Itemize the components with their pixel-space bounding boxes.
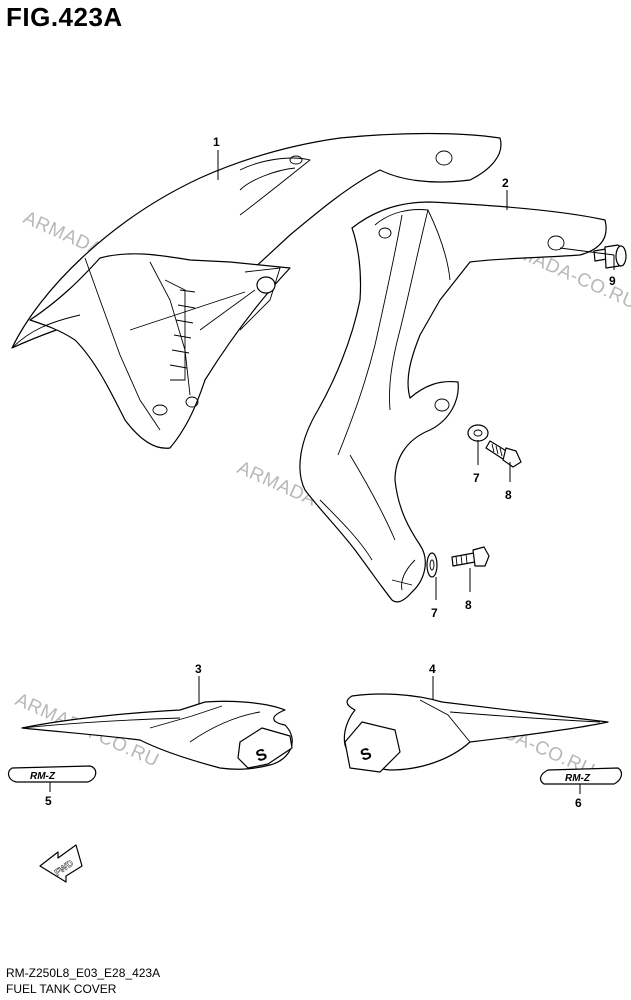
washer-upper (467, 424, 489, 442)
callout-4: 4 (429, 662, 436, 676)
callout-2: 2 (502, 176, 509, 190)
callout-3: 3 (195, 662, 202, 676)
figure-title: FIG.423A (6, 2, 123, 32)
callout-8-lower: 8 (465, 598, 472, 612)
callout-numbers: 1 2 3 4 5 6 7 7 8 8 9 (45, 135, 616, 810)
bolt-upper (485, 440, 522, 468)
callout-7-lower: 7 (431, 606, 438, 620)
decal-left: RM-Z (7, 765, 97, 783)
diagram-code: RM-Z250L8_E03_E28_423A (6, 966, 161, 980)
tank-cover-emblem-left: S (21, 700, 293, 770)
leader-lines (49, 150, 615, 794)
callout-8-upper: 8 (505, 488, 512, 502)
shroud-left (11, 132, 502, 449)
callout-9: 9 (609, 274, 616, 288)
forward-arrow-icon: FWD (39, 844, 83, 883)
decal-right: RM-Z (539, 767, 623, 785)
diagram-name: FUEL TANK COVER (6, 982, 117, 996)
shroud-right (299, 201, 607, 603)
tank-cover-emblem-right: S (343, 693, 609, 773)
callout-6: 6 (575, 796, 582, 810)
decal-text-right: RM-Z (565, 773, 591, 784)
bolt-lower (451, 546, 490, 567)
callout-7-upper: 7 (473, 471, 480, 485)
washer-lower (426, 552, 438, 578)
bolt-top (593, 244, 627, 269)
callout-5: 5 (45, 794, 52, 808)
callout-1: 1 (213, 135, 220, 149)
decal-text-left: RM-Z (30, 771, 56, 782)
